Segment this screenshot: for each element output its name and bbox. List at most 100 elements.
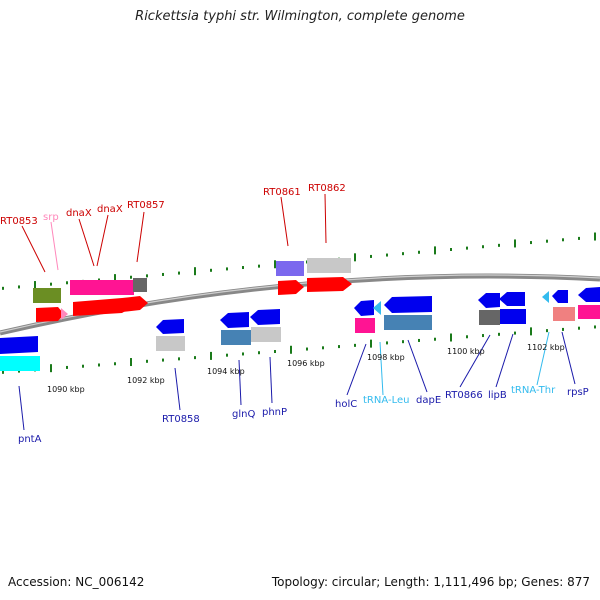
label-rt0862: RT0862 bbox=[308, 183, 346, 194]
topology-summary: Topology: circular; Length: 1,111,496 bp… bbox=[271, 575, 590, 589]
outer-ring-tick bbox=[514, 239, 516, 248]
gene-glnq-box bbox=[221, 330, 251, 345]
leader-trna-thr bbox=[536, 331, 550, 386]
outer-ring-tick bbox=[594, 232, 596, 241]
outer-ring-tick bbox=[498, 243, 500, 247]
leader-phnp bbox=[269, 356, 273, 404]
outer-ring-tick bbox=[258, 264, 260, 268]
gene-trna-thr-box bbox=[553, 307, 575, 321]
outer-ring-tick bbox=[466, 246, 468, 250]
inner-ring-tick bbox=[370, 339, 372, 348]
inner-ring-tick bbox=[386, 341, 388, 345]
map-title: Rickettsia typhi str. Wilmington, comple… bbox=[135, 9, 465, 24]
leader-rt0862 bbox=[324, 193, 327, 244]
label-dnax-1: dnaX bbox=[66, 208, 92, 219]
outer-ring-tick bbox=[242, 266, 244, 270]
gene-rt0858-box bbox=[156, 336, 185, 351]
outer-ring-tick bbox=[274, 260, 276, 269]
inner-ring-tick bbox=[210, 351, 212, 360]
gene-dape-box bbox=[384, 315, 432, 330]
forward-arrow-rt0862 bbox=[307, 277, 352, 292]
inner-ring-tick bbox=[290, 345, 292, 354]
gene-dnax-box bbox=[70, 280, 134, 295]
label-glnq: glnQ bbox=[232, 409, 255, 420]
leader-lipb bbox=[495, 333, 514, 388]
inner-ring-tick bbox=[482, 334, 484, 338]
outer-ring-tick bbox=[2, 286, 4, 290]
forward-arrow-dnax bbox=[73, 298, 134, 316]
label-rt0853: RT0853 bbox=[0, 216, 38, 227]
inner-ring-tick bbox=[402, 340, 404, 344]
inner-ring-tick bbox=[562, 327, 564, 331]
inner-tick-ring bbox=[2, 325, 596, 374]
inner-ring-tick bbox=[450, 333, 452, 342]
label-srp: srp bbox=[43, 212, 59, 223]
label-trna-leu: tRNA-Leu bbox=[363, 395, 409, 406]
leader-trna-leu bbox=[379, 341, 384, 396]
inner-ring-tick bbox=[546, 329, 548, 333]
outer-ring-tick bbox=[130, 275, 132, 279]
gene-pnta-box bbox=[0, 356, 40, 371]
inner-ring-tick bbox=[18, 369, 20, 373]
inner-ring-tick bbox=[82, 364, 84, 368]
inner-ring-tick bbox=[274, 349, 276, 353]
leader-rpsp bbox=[561, 331, 576, 385]
forward-arrow-srp bbox=[61, 308, 68, 320]
outer-ring-tick bbox=[418, 250, 420, 254]
leader-dnax-2 bbox=[96, 214, 109, 267]
label-rt0866: RT0866 bbox=[445, 390, 483, 401]
inner-ring-tick bbox=[322, 346, 324, 350]
scale-label-1100: 1100 kbp bbox=[447, 347, 485, 356]
gene-rt0862-box bbox=[307, 258, 351, 273]
label-holc: holC bbox=[335, 399, 357, 410]
inner-ring-tick bbox=[594, 325, 596, 329]
accession-label: Accession: NC_006142 bbox=[8, 575, 145, 589]
leader-rt0858 bbox=[174, 367, 181, 411]
top-gene-labels: RT0853 srp dnaX dnaX RT0857 RT0861 RT086… bbox=[0, 183, 346, 227]
scale-label-1096: 1096 kbp bbox=[287, 359, 325, 368]
outer-ring-tick bbox=[34, 281, 36, 290]
label-rt0857: RT0857 bbox=[127, 200, 165, 211]
reverse-arrow-next bbox=[578, 287, 600, 302]
forward-arrow-rt0861 bbox=[278, 280, 304, 295]
scale-label-1098: 1098 kbp bbox=[367, 353, 405, 362]
leader-srp bbox=[50, 221, 59, 271]
gene-holc-box bbox=[355, 318, 375, 333]
outer-ring-tick bbox=[66, 281, 68, 285]
gene-rt0857-box bbox=[133, 278, 147, 292]
gene-rt0853-box bbox=[33, 288, 61, 303]
leader-rt0861 bbox=[280, 196, 289, 247]
outer-ring-tick bbox=[482, 245, 484, 249]
outer-tick-ring bbox=[2, 232, 596, 290]
inner-ring-tick bbox=[530, 327, 532, 336]
reverse-arrow-phnp bbox=[250, 309, 280, 325]
leader-rt0857 bbox=[136, 211, 145, 263]
forward-arrow-rt0857 bbox=[122, 296, 148, 312]
leader-dnax-1 bbox=[78, 218, 95, 267]
inner-ring-tick bbox=[418, 338, 420, 342]
outer-ring-tick bbox=[402, 252, 404, 256]
outer-ring-tick bbox=[386, 253, 388, 257]
inner-ring-tick bbox=[226, 353, 228, 357]
reverse-arrow-rt0858 bbox=[156, 319, 184, 334]
outer-ring-tick bbox=[354, 253, 356, 262]
gene-rt0866-box bbox=[479, 310, 500, 325]
inner-ring-tick bbox=[242, 352, 244, 356]
inner-ring-tick bbox=[258, 351, 260, 355]
inner-ring-tick bbox=[130, 358, 132, 367]
outer-ring-tick bbox=[562, 238, 564, 242]
reverse-arrow-trna-thr bbox=[542, 291, 549, 303]
outer-ring-tick bbox=[178, 271, 180, 275]
outer-ring-tick bbox=[434, 246, 436, 255]
label-pnta: pntA bbox=[18, 434, 42, 445]
outer-ring-tick bbox=[162, 272, 164, 276]
outer-ring-tick bbox=[546, 239, 548, 243]
inner-ring-tick bbox=[466, 335, 468, 339]
outer-ring-tick bbox=[450, 248, 452, 251]
inner-ring-tick bbox=[146, 359, 148, 363]
reverse-arrow-rt0866 bbox=[478, 293, 500, 308]
scale-label-1090: 1090 kbp bbox=[47, 385, 85, 394]
label-trna-thr: tRNA-Thr bbox=[511, 385, 556, 396]
inner-ring-tick bbox=[98, 363, 100, 367]
